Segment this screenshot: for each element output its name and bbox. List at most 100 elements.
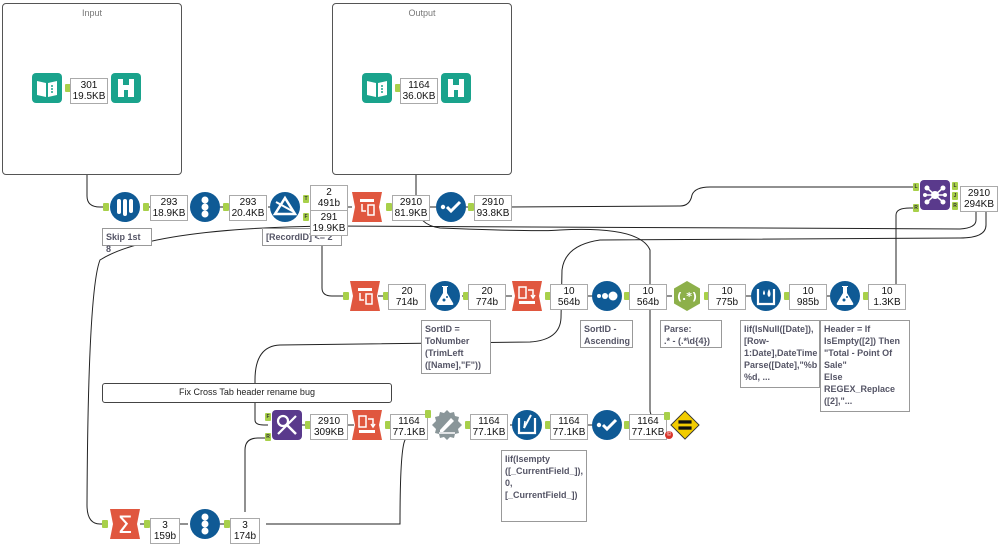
output-anchor[interactable] — [863, 292, 869, 300]
sample-tool[interactable] — [110, 192, 140, 222]
output-anchor[interactable] — [144, 520, 150, 528]
join-output-anchor[interactable]: J — [952, 192, 958, 200]
wire — [254, 212, 987, 426]
output-data-tool[interactable] — [362, 73, 392, 103]
select-tool[interactable] — [592, 410, 622, 440]
wire — [244, 437, 268, 512]
test-tubes-icon — [110, 192, 140, 222]
output-anchor[interactable] — [305, 421, 311, 429]
output-anchor[interactable] — [545, 292, 551, 300]
join-icon — [920, 180, 950, 210]
output-anchor[interactable] — [143, 203, 149, 211]
record-id-icon — [190, 192, 220, 222]
annotation-formula-1: SortID = ToNumber (TrimLeft ([Name],"F")… — [421, 320, 491, 374]
transpose-icon — [352, 192, 382, 222]
regex-tool[interactable]: (.*) — [672, 281, 702, 311]
browse-tool[interactable] — [441, 73, 471, 103]
transpose-tool[interactable] — [350, 281, 380, 311]
output-anchor[interactable] — [545, 421, 551, 429]
error-indicator-icon: © — [665, 431, 673, 439]
output-anchor[interactable] — [463, 292, 469, 300]
input-data-tool[interactable] — [32, 73, 62, 103]
right-output-anchor[interactable]: R — [952, 202, 958, 210]
output-anchor[interactable] — [468, 203, 474, 211]
crosstab-icon — [512, 281, 542, 311]
select-check-icon — [436, 192, 466, 222]
cross-tab-tool[interactable] — [512, 281, 542, 311]
wire — [86, 104, 104, 208]
output-anchor[interactable] — [395, 84, 401, 92]
output-anchor[interactable] — [465, 421, 471, 429]
output-anchor[interactable] — [223, 203, 229, 211]
output-anchor[interactable] — [624, 421, 630, 429]
find-replace-tool[interactable] — [272, 410, 302, 440]
browse-tool[interactable] — [111, 73, 141, 103]
binoculars-icon — [111, 73, 141, 103]
output-anchor[interactable] — [383, 292, 389, 300]
annotation-multifield: Iif(Isempty ([_CurrentField_]), 0,[_Curr… — [501, 450, 587, 522]
multi-row-formula-tool[interactable] — [751, 281, 781, 311]
book-icon — [362, 73, 392, 103]
false-anchor[interactable]: F — [303, 213, 309, 221]
output-anchor[interactable] — [65, 84, 71, 92]
dynamic-rename-tool[interactable] — [432, 410, 462, 440]
summarize-tool[interactable]: Σ — [110, 509, 140, 539]
union-icon — [670, 410, 700, 440]
filter-tool[interactable] — [270, 192, 300, 222]
record-id-tool[interactable] — [190, 192, 220, 222]
output-anchor[interactable] — [784, 292, 790, 300]
true-anchor[interactable]: T — [303, 195, 309, 203]
output-anchor[interactable] — [224, 520, 230, 528]
output-anchor[interactable] — [704, 292, 710, 300]
output-anchor[interactable] — [385, 421, 391, 429]
flask-icon — [430, 281, 460, 311]
left-input-anchor[interactable]: L — [913, 183, 919, 191]
sort-dots-icon — [592, 281, 622, 311]
comment-box[interactable]: Fix Cross Tab header rename bug — [102, 383, 392, 403]
binoculars-icon — [441, 73, 471, 103]
cross-tab-tool[interactable] — [352, 410, 382, 440]
output-anchor[interactable] — [624, 292, 630, 300]
record-id-tool[interactable] — [190, 509, 220, 539]
join-tool[interactable] — [920, 180, 950, 210]
output-anchor[interactable] — [386, 203, 392, 211]
select-check-icon — [592, 410, 622, 440]
input-anchor[interactable] — [343, 292, 349, 300]
input-anchor[interactable] — [102, 520, 108, 528]
multi-field-formula-tool[interactable] — [512, 410, 542, 440]
union-input-anchor[interactable] — [664, 412, 670, 420]
left-input-anchor[interactable] — [425, 410, 431, 418]
formula-tool[interactable] — [430, 281, 460, 311]
annotation-multirow: Iif(IsNull([Date]), [Row- 1:Date],DateTi… — [740, 320, 820, 388]
union-tool[interactable] — [670, 410, 700, 440]
transpose-icon — [350, 281, 380, 311]
left-output-anchor[interactable]: L — [952, 182, 958, 190]
wire — [321, 220, 346, 297]
dynamic-rename-icon — [432, 410, 462, 440]
select-tool[interactable] — [436, 192, 466, 222]
annotation-regex: Parse: .* - (.*\d{4}) — [660, 320, 722, 348]
input-anchor[interactable] — [103, 203, 109, 211]
sort-tool[interactable] — [592, 281, 622, 311]
replace-anchor[interactable]: R — [265, 433, 271, 441]
svg-text:(.*): (.*) — [677, 290, 697, 303]
right-input-anchor[interactable]: R — [913, 204, 919, 212]
formula-tool[interactable] — [830, 281, 860, 311]
wire — [895, 207, 913, 290]
find-anchor[interactable]: F — [265, 413, 271, 421]
annotation-formula-2: Header = If IsEmpty([2]) Then "Total - P… — [820, 320, 910, 412]
transpose-tool[interactable] — [352, 192, 382, 222]
